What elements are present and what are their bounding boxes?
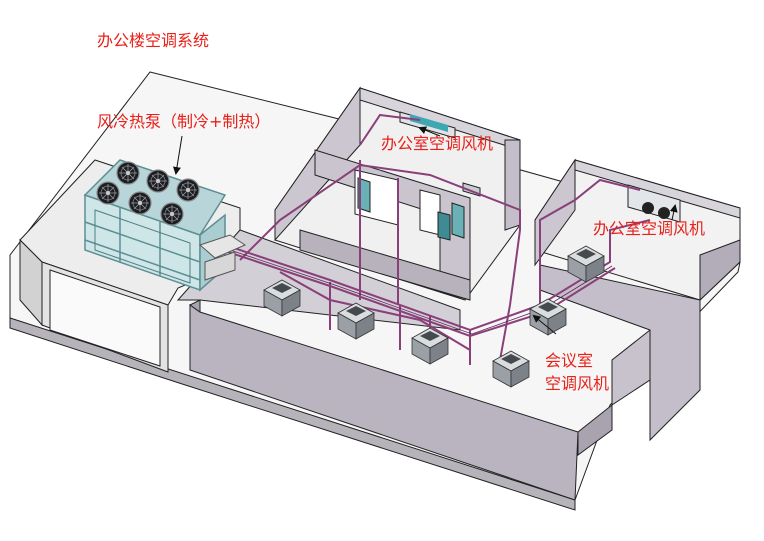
meeting-fcu-label-line2: 空调风机	[545, 374, 610, 393]
ceiling-fcu-office-2	[627, 184, 681, 223]
callout-arrows	[173, 126, 678, 335]
office-fcu-label-1: 办公室空调风机	[381, 134, 494, 153]
air-cooled-heat-pump	[83, 159, 247, 292]
diagram-title: 办公楼空调系统	[97, 31, 210, 50]
meeting-fcu-label-line1: 会议室	[545, 351, 594, 370]
piping-shadow	[211, 243, 613, 335]
office-fcu-label-2: 办公室空调风机	[593, 219, 706, 238]
wall-units	[357, 177, 481, 241]
heat-pump-label: 风冷热泵（制冷+制热）	[97, 112, 271, 131]
